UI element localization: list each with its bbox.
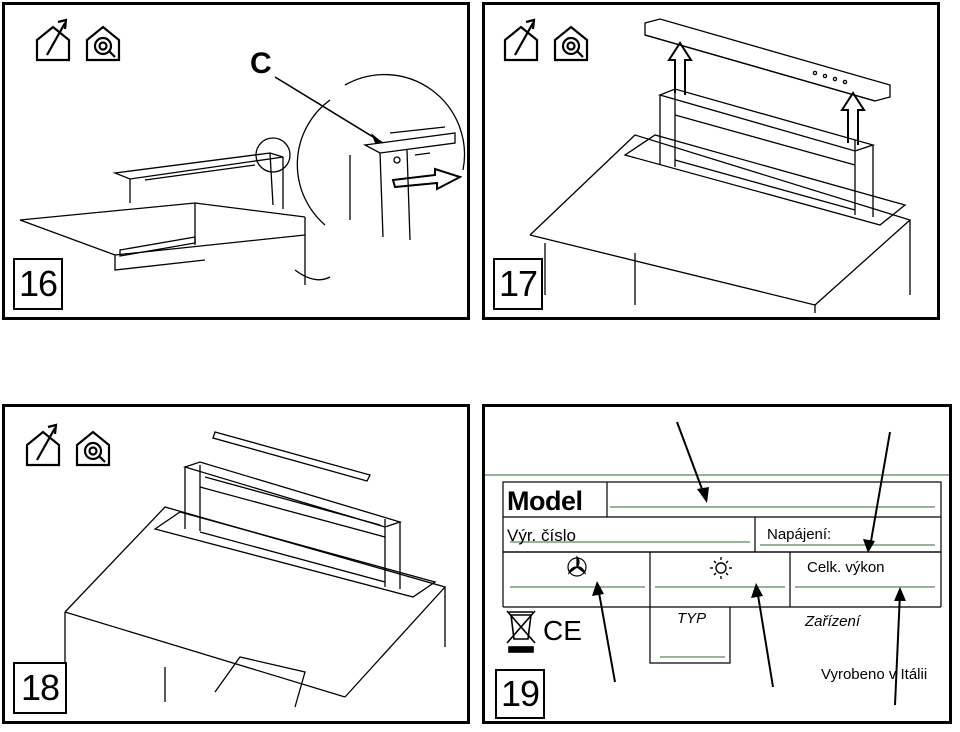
fan-icon	[567, 555, 587, 577]
plate-model-label: Model	[507, 486, 583, 516]
panel-18-drawing	[25, 423, 447, 708]
panel-18: 18	[2, 404, 470, 724]
panel-16-drawing	[19, 18, 466, 285]
step-number-18: 18	[13, 662, 67, 714]
house-vent-out-icon	[503, 18, 539, 62]
plate-type-label: TYP	[677, 610, 707, 627]
plate-device-label: Zařízení	[805, 613, 861, 630]
panel-17-drawing	[503, 18, 912, 313]
house-recirculation-icon	[85, 25, 121, 62]
plate-serial-label: Výr. číslo	[507, 526, 576, 545]
panel-17: 17	[482, 2, 940, 320]
house-vent-out-icon	[35, 18, 71, 62]
house-recirculation-icon	[75, 430, 111, 467]
house-recirculation-icon	[553, 25, 589, 62]
house-vent-out-icon	[25, 423, 61, 467]
step-number-16: 16	[13, 258, 63, 310]
panel-16: C 16	[2, 2, 470, 320]
panel-19: Model Výr. číslo Napájení: Celk. výkon C…	[482, 404, 952, 724]
step-number-19: 19	[495, 669, 545, 719]
step-number-17: 17	[493, 258, 543, 310]
callout-c: C	[250, 47, 272, 80]
weee-bin-icon	[506, 610, 536, 653]
plate-ce-mark: CE	[543, 615, 582, 646]
panel-19-drawing	[485, 421, 949, 706]
plate-made-in-label: Vyrobeno v Itálii	[821, 666, 928, 683]
plate-supply-label: Napájení:	[767, 526, 832, 543]
lamp-icon	[710, 557, 732, 579]
plate-total-power-label: Celk. výkon	[807, 559, 885, 576]
